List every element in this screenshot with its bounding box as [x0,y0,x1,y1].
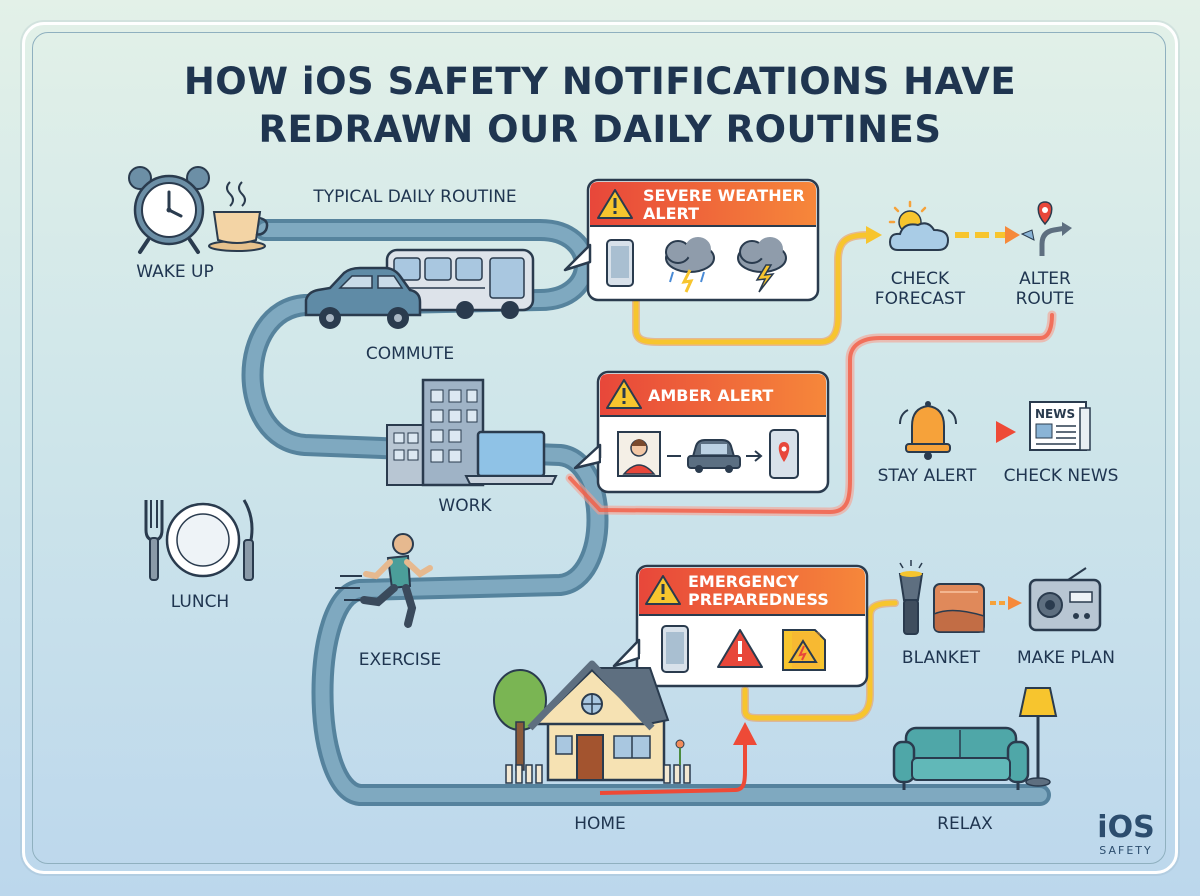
inner-frame [32,32,1166,864]
warning-icon [645,575,681,605]
route-change-icon [1020,201,1072,256]
newspaper-icon: NEWS [1029,401,1091,451]
news-icon-label: NEWS [1035,407,1075,421]
home-label: HOME [574,814,626,834]
storm-cloud-icon [665,237,715,293]
coffee-cup-icon [208,181,269,252]
warning-triangle-icon [717,629,763,668]
warning-icon [597,189,633,219]
alarm-clock-icon [128,166,210,254]
page-title-line-2: REDRAWN OUR DAILY ROUTINES [258,108,942,151]
radio-icon [1028,567,1102,632]
car-icon [687,439,741,473]
weather-connector [632,226,1020,346]
amber-alert-title: AMBER ALERT [648,386,774,405]
check-news-label: CHECK NEWS [1003,466,1119,486]
ios-safety-logo: iOS SAFETY [1086,812,1166,858]
check-forecast-label-line-1: CHECK [890,269,950,289]
routine-heading: TYPICAL DAILY ROUTINE [313,187,517,207]
weather-alert-title-line-1: SEVERE WEATHER [643,186,805,205]
warning-document-icon [782,629,826,671]
sun-cloud-icon [888,200,950,251]
bell-icon [899,401,957,460]
brand-sub: SAFETY [1099,844,1153,857]
stay-alert-label: STAY ALERT [877,466,977,486]
wake-up-label: WAKE UP [136,262,214,282]
plate-cutlery-icon [144,499,254,581]
phone-location-icon [769,429,799,479]
flashlight-icon [898,560,924,635]
bus-icon [385,248,535,319]
amber-alert-card [573,370,830,494]
page-title-line-1: HOW iOS SAFETY NOTIFICATIONS HAVE [183,60,1017,103]
office-building-icon [386,378,485,487]
person-photo-icon [617,431,661,477]
exercise-label: EXERCISE [358,650,442,670]
floor-lamp-icon [1018,687,1058,787]
weather-alert-title-line-2: ALERT [643,204,700,223]
routine-path [241,219,1051,806]
laptop-icon [464,430,558,485]
lightning-cloud-icon [737,237,787,293]
blanket-icon [933,583,985,633]
runner-icon [335,533,433,628]
emergency-alert-title-line-1: EMERGENCY [688,572,799,591]
severe-weather-alert-card [563,178,820,302]
house-icon [493,660,691,784]
warning-icon [606,379,642,409]
phone-icon [661,625,689,673]
outer-frame [22,22,1178,874]
check-forecast-label-line-2: FORECAST [874,289,966,309]
commute-label: COMMUTE [365,344,455,364]
emergency-alert-title-line-2: PREPAREDNESS [688,590,829,609]
sofa-icon [892,726,1030,790]
make-plan-label: MAKE PLAN [1016,648,1116,668]
car-icon [304,266,422,329]
emergency-preparedness-alert-card [612,564,869,688]
lunch-label: LUNCH [170,592,230,612]
blanket-label: BLANKET [901,648,981,668]
emergency-connector [599,596,1022,795]
work-label: WORK [438,496,492,516]
alter-route-label-line-2: ROUTE [1015,289,1075,309]
relax-label: RELAX [937,814,993,834]
brand-name: iOS [1097,810,1155,845]
phone-icon [606,239,634,287]
alter-route-label-line-1: ALTER [1019,269,1071,289]
